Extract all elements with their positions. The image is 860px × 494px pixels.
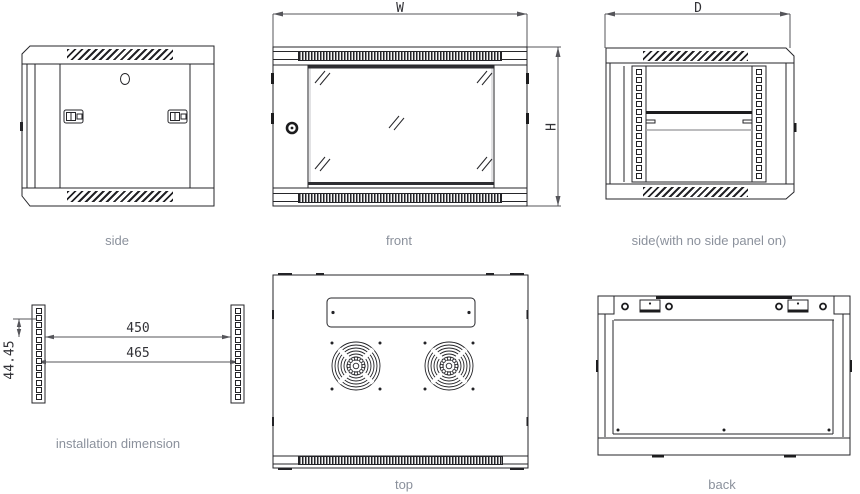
rack-rail-right-holes [756,69,762,179]
cable-panel-screw [331,310,335,315]
shelf [646,111,752,114]
side-panel-hole [120,73,130,85]
side-view-drawing [20,45,215,207]
side-latch-right [167,109,188,124]
side-open-bottom-vent-hatch [643,187,748,197]
glass-reflection-icon [388,115,405,131]
cable-entry-panel [326,297,476,328]
glass-reflection-icon [314,70,331,86]
fan-grille-right [421,339,477,393]
front-hinge-tabs [271,73,529,124]
view-installation [0,300,260,412]
fan-grille-left [328,339,384,393]
mounting-rail-left-holes [36,308,42,400]
glass-reflection-icon [476,156,493,172]
side-open-bottom-vent-bar [605,183,795,200]
caption-installation: installation dimension [55,436,181,451]
shelf-clip-right [742,119,753,124]
side-top-vent-hatch [67,49,173,60]
view-top [272,273,532,473]
dim-label-450: 450 [126,321,150,336]
top-view-drawing [272,273,529,470]
caption-top: top [394,477,414,492]
installation-dimension-arrows [16,319,239,365]
mounting-rail-right-holes [235,308,241,400]
dim-label-depth: D [694,1,702,16]
side-open-hinge-tab [794,123,797,132]
dim-label-4445: 44.45 [2,340,18,380]
side-bottom-vent-hatch [67,191,173,202]
mounting-rail-left [31,304,46,404]
front-door [272,64,528,189]
front-dimension-lines [272,13,561,207]
back-view-drawing [596,295,852,458]
view-side-open [600,6,812,208]
caption-side-open: side(with no side panel on) [631,233,787,248]
caption-side: side [105,233,129,248]
dim-label-465: 465 [126,346,150,361]
front-glass-pane [309,67,493,185]
depth-dimension-lines [604,13,791,48]
side-open-top-vent-bar [605,47,795,64]
side-hinge-tab [20,122,23,131]
side-open-top-vent-hatch [643,51,748,61]
bracket-screw-holes [621,302,827,311]
side-latch-left [63,109,84,124]
top-panel-outline [272,274,529,469]
side-open-door-edge [785,62,795,185]
front-dimension-arrows [273,11,561,206]
view-front [265,6,567,214]
caption-back: back [708,477,736,492]
installation-drawing [13,304,245,404]
front-view-drawing [271,11,561,207]
top-mount-tabs [272,273,528,470]
view-side [18,36,222,212]
top-front-vent-hatch [298,456,503,465]
depth-dimension-arrows [605,11,790,17]
front-top-vent-hatch [298,51,502,61]
front-lock-icon [285,121,299,135]
caption-front: front [385,233,413,248]
cable-panel-screw [467,310,471,315]
dim-label-height: H [544,123,560,131]
front-bottom-vent-hatch [298,193,502,203]
glass-reflection-icon [476,70,493,86]
side-open-view-drawing [604,11,797,200]
shelf-clip-left [645,119,656,124]
side-panel-body [34,63,215,189]
view-back [596,293,856,465]
glass-reflection-icon [314,156,331,172]
rack-rail-left-holes [636,69,642,179]
dim-label-width: W [396,1,404,16]
mounting-rail-right [230,304,245,404]
